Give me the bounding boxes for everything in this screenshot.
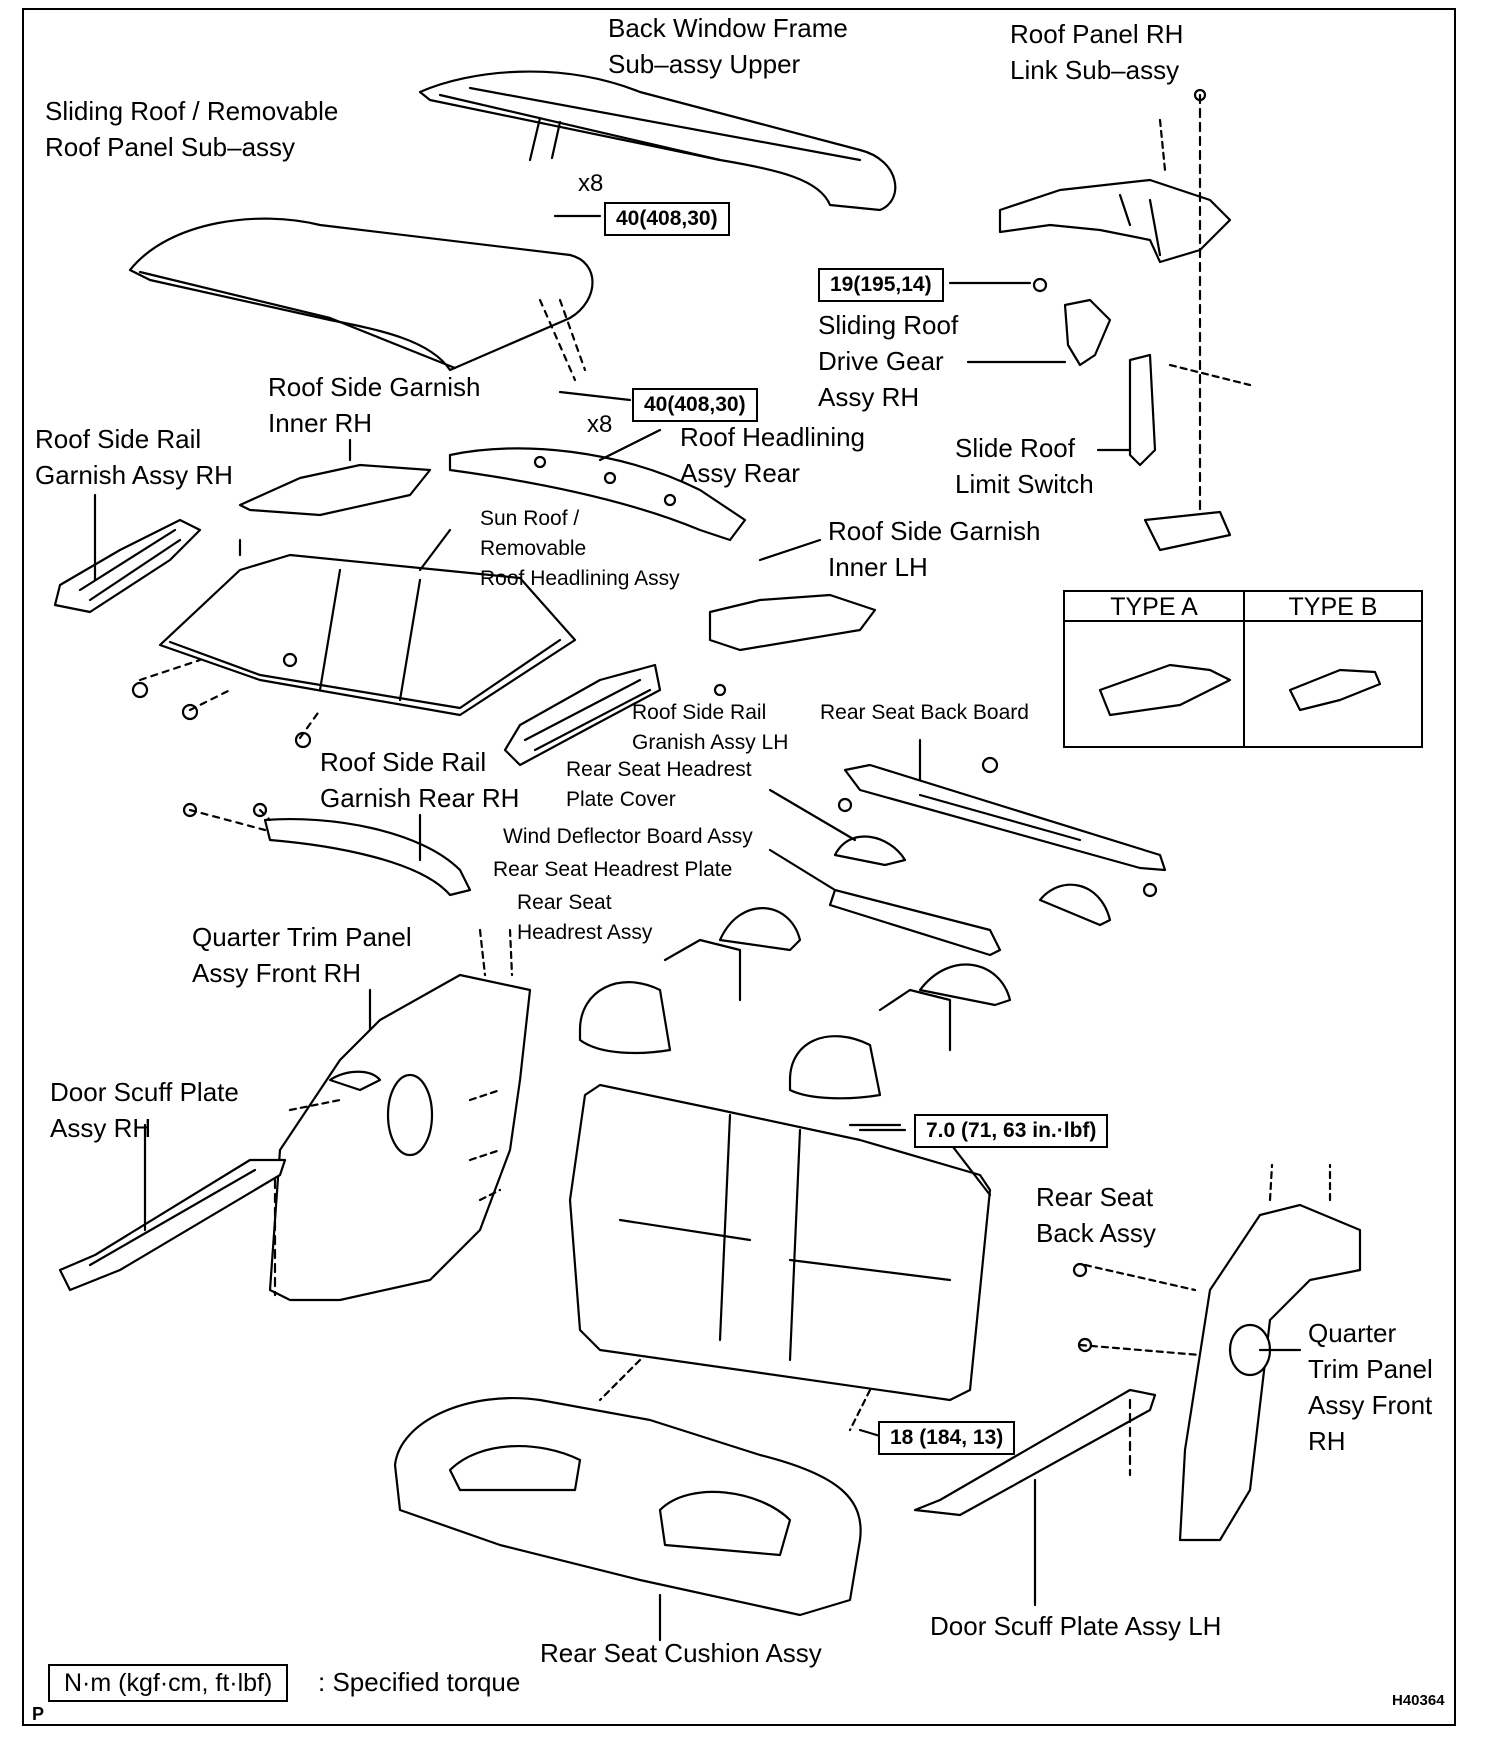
- roof-side-rail-lh-part: [503, 663, 662, 767]
- label-rear-seat-cushion: Rear Seat Cushion Assy: [540, 1638, 822, 1668]
- type-b-header: TYPE B: [1245, 592, 1421, 622]
- torque-box-2: 19(195,14): [818, 268, 944, 302]
- torque-legend-text: : Specified torque: [318, 1667, 521, 1697]
- label-rear-seat-back-board: Rear Seat Back Board: [820, 701, 1029, 724]
- type-table-divider: [1243, 592, 1245, 746]
- rear-seat-back-board-part: [837, 738, 1167, 898]
- quarter-trim-lh-part: [1072, 1163, 1362, 1542]
- torque-box-5: 18 (184, 13): [878, 1421, 1016, 1455]
- door-scuff-rh-part: [58, 1123, 287, 1297]
- roof-side-rail-garnish-rh-part: [53, 493, 202, 614]
- back-window-frame-part: [418, 70, 897, 212]
- headrest-part: [578, 938, 952, 1100]
- torque-box-3: 40(408,30): [632, 388, 758, 422]
- torque-legend-box: N·m (kgf·cm, ft·lbf): [48, 1664, 289, 1702]
- torque-box-1: 40(408,30): [604, 202, 730, 236]
- type-table: TYPE A TYPE B: [1063, 590, 1423, 748]
- sliding-roof-panel-part: [128, 217, 594, 382]
- label-wind-deflector: Wind Deflector Board Assy: [503, 825, 753, 848]
- roof-side-rail-rear-rh-part: [182, 802, 472, 897]
- page-mark: P: [32, 1704, 45, 1724]
- type-a-header: TYPE A: [1065, 592, 1243, 622]
- multiplier-1: x8: [578, 170, 604, 197]
- roof-headlining-rear-part: [448, 428, 747, 542]
- limit-switch-part: [1096, 353, 1252, 552]
- drive-gear-part: [948, 277, 1112, 367]
- sun-roof-headlining-part: [131, 528, 577, 749]
- torque-box-4: 7.0 (71, 63 in.·lbf): [914, 1114, 1109, 1148]
- roof-panel-link-part: [998, 88, 1232, 522]
- headrest-plates-part: [718, 788, 1112, 1007]
- quarter-trim-rh-part: [268, 928, 532, 1302]
- type-shapes: [1098, 663, 1382, 717]
- roof-side-garnish-inner-rh-part: [238, 438, 432, 557]
- rear-seat-cushion-part: [393, 1396, 862, 1642]
- door-scuff-lh-part: [913, 1388, 1157, 1607]
- multiplier-2: x8: [587, 411, 613, 438]
- diagram-frame: [22, 8, 1456, 1726]
- label-door-scuff-lh: Door Scuff Plate Assy LH: [930, 1611, 1222, 1641]
- roof-side-garnish-inner-lh-part: [708, 538, 877, 697]
- rear-seat-back-part: [568, 1083, 992, 1432]
- label-rear-seat-headrest-plate: Rear Seat Headrest Plate: [493, 858, 733, 881]
- figure-id: H40364: [1392, 1692, 1445, 1709]
